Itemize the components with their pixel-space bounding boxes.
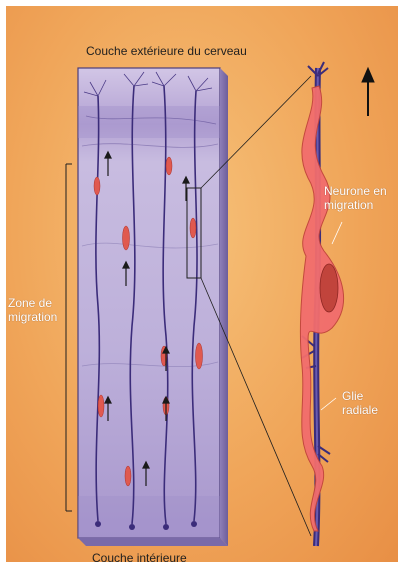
inner-layer-label: Couche intérieure bbox=[92, 551, 187, 562]
brain-migration-illustration: Couche extérieure du cerveau Zone de mig… bbox=[6, 6, 398, 562]
migrating-neuron-label: Neurone en migration bbox=[324, 184, 398, 212]
enlarged-neuron bbox=[300, 86, 343, 531]
cortex-slab bbox=[78, 68, 228, 546]
zone-bracket bbox=[66, 164, 72, 511]
migration-zone-label: Zone de migration bbox=[8, 296, 78, 324]
direction-arrow-icon bbox=[362, 68, 374, 116]
illustration-svg bbox=[6, 6, 398, 562]
outer-layer-label: Couche extérieure du cerveau bbox=[86, 44, 247, 58]
radial-glia-label: Glie radiale bbox=[342, 389, 398, 417]
